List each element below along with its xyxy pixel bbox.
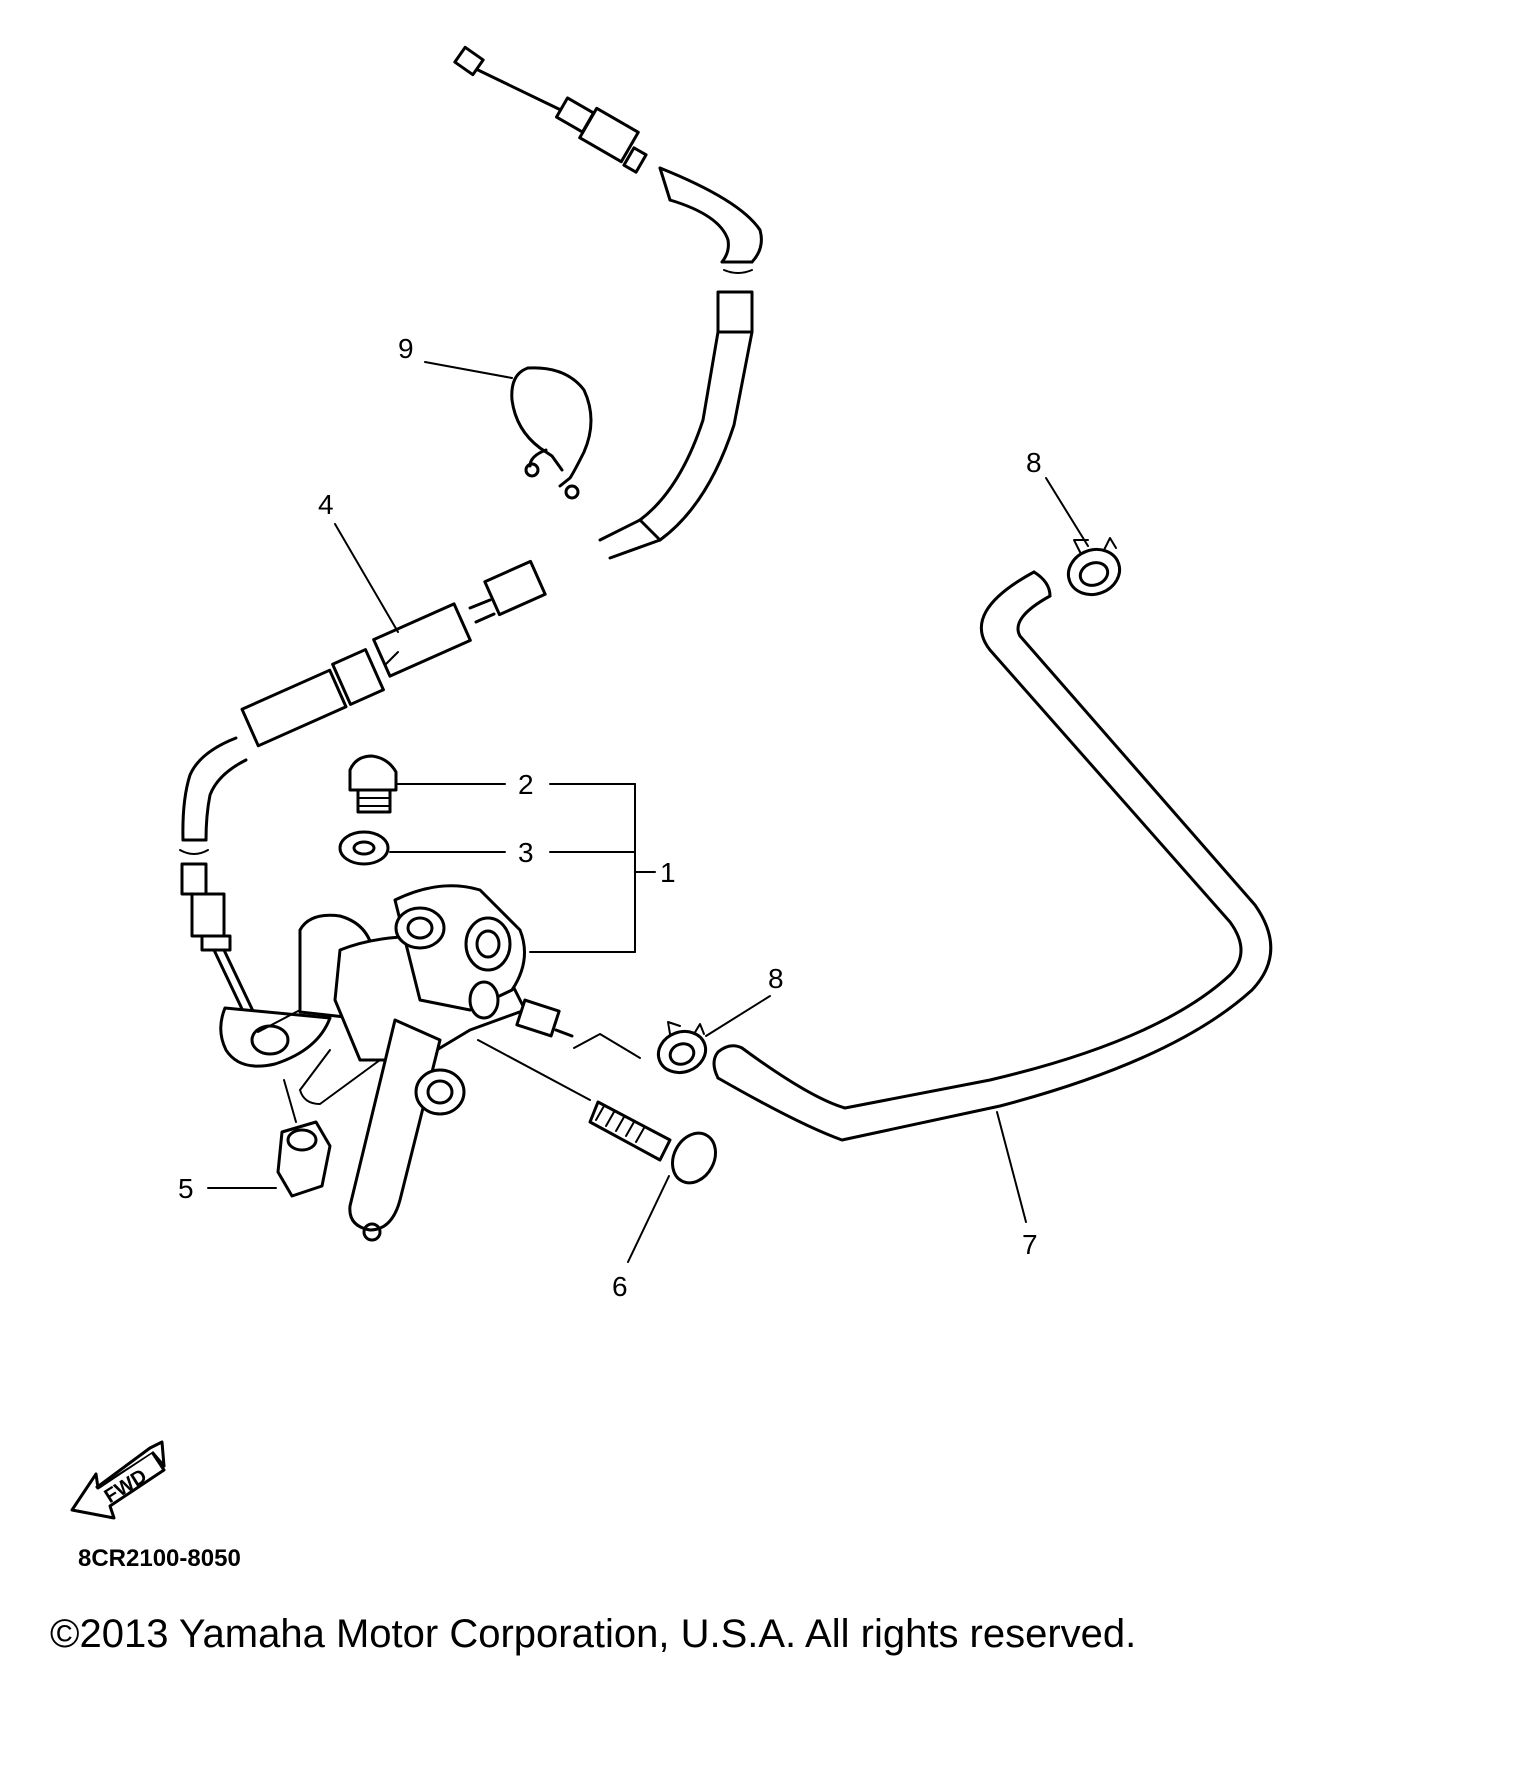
bolt-2[interactable] <box>348 754 398 814</box>
clip-8-upper[interactable] <box>1062 537 1126 602</box>
callout-2: 2 <box>518 769 534 800</box>
callout-9: 9 <box>398 333 414 364</box>
callout-4: 4 <box>318 489 334 520</box>
fwd-arrow-icon: FWD <box>70 1440 166 1520</box>
part-code: 8CR2100-8050 <box>78 1545 241 1572</box>
hose-7[interactable] <box>573 570 1273 1142</box>
callout-labels: 1 2 3 4 5 6 7 8 8 9 <box>178 333 1042 1302</box>
callout-8-lower: 8 <box>768 963 784 994</box>
callout-8-upper: 8 <box>1026 447 1042 478</box>
nut-5[interactable] <box>276 1079 332 1198</box>
washer-3[interactable] <box>338 830 390 866</box>
oil-pump-assembly[interactable] <box>219 884 574 1242</box>
callout-7: 7 <box>1022 1229 1038 1260</box>
callout-3: 3 <box>518 837 534 868</box>
clip-8-lower[interactable] <box>653 1021 712 1079</box>
callout-1: 1 <box>660 857 676 888</box>
leader-lines <box>207 361 1089 1263</box>
adjuster-sleeve <box>372 602 472 678</box>
band-9[interactable] <box>510 366 593 500</box>
copyright-notice: ©2013 Yamaha Motor Corporation, U.S.A. A… <box>50 1612 1137 1656</box>
callout-6: 6 <box>612 1271 628 1302</box>
control-cable[interactable] <box>179 45 763 1040</box>
screw-6[interactable] <box>477 1039 724 1190</box>
callout-5: 5 <box>178 1173 194 1204</box>
